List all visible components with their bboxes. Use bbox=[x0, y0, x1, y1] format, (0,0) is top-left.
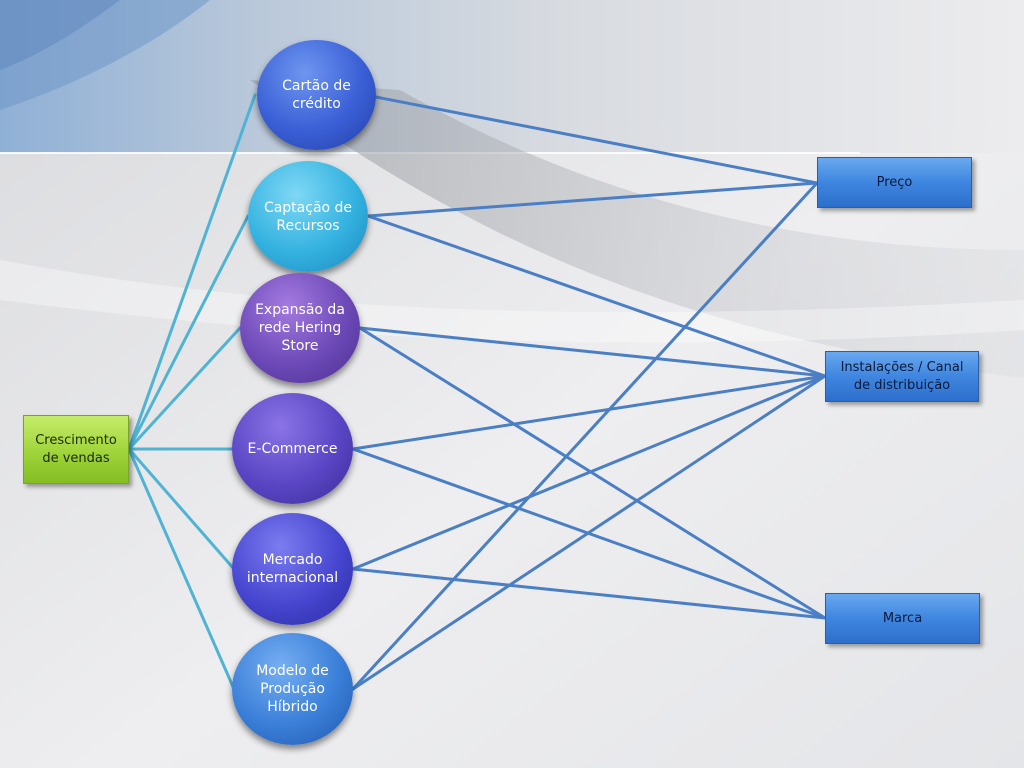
link-captacao-instalacoes bbox=[366, 214, 827, 378]
root-node-crescimento: Crescimento de vendas bbox=[23, 415, 129, 484]
root-link-mercado bbox=[127, 447, 236, 571]
outcome-preco: Preço bbox=[817, 157, 972, 208]
node-label: Captação de Recursos bbox=[263, 199, 353, 234]
outcome-label: Marca bbox=[882, 610, 923, 626]
root-link-cartao bbox=[127, 93, 257, 451]
outcome-marca: Marca bbox=[825, 593, 980, 644]
node-mercado-internacional: Mercado internacional bbox=[232, 513, 353, 625]
root-link-expansao bbox=[127, 326, 242, 451]
node-label: E-Commerce bbox=[247, 440, 338, 457]
outcome-label: Instalações / Canal de distribuição bbox=[840, 359, 964, 393]
node-label: Expansão da rede Hering Store bbox=[255, 302, 345, 354]
node-modelo-producao-hibrido: Modelo de Produção Híbrido bbox=[232, 633, 353, 745]
link-modelo-preco bbox=[351, 181, 819, 691]
root-link-captacao bbox=[127, 214, 250, 451]
link-cartao-preco bbox=[374, 95, 819, 185]
node-label: Mercado internacional bbox=[246, 552, 339, 586]
node-captacao-de-recursos: Captação de Recursos bbox=[248, 161, 368, 272]
node-cartao-de-credito: Cartão de crédito bbox=[257, 40, 376, 150]
link-ecommerce-marca bbox=[351, 447, 827, 620]
link-mercado-marca bbox=[351, 567, 827, 620]
link-expansao-marca bbox=[358, 326, 827, 620]
link-captacao-preco bbox=[366, 181, 819, 218]
node-label: Modelo de Produção Híbrido bbox=[256, 663, 329, 715]
node-label: Cartão de crédito bbox=[282, 78, 351, 112]
root-link-modelo bbox=[127, 447, 236, 691]
node-expansao-rede-hering-store: Expansão da rede Hering Store bbox=[240, 273, 360, 383]
root-node-label: Crescimento de vendas bbox=[35, 432, 117, 466]
node-e-commerce: E-Commerce bbox=[232, 393, 353, 504]
outcome-label: Preço bbox=[876, 174, 913, 190]
link-ecommerce-instalacoes bbox=[351, 374, 827, 451]
link-expansao-instalacoes bbox=[358, 326, 827, 378]
outcome-instalacoes-canal: Instalações / Canal de distribuição bbox=[825, 351, 979, 402]
